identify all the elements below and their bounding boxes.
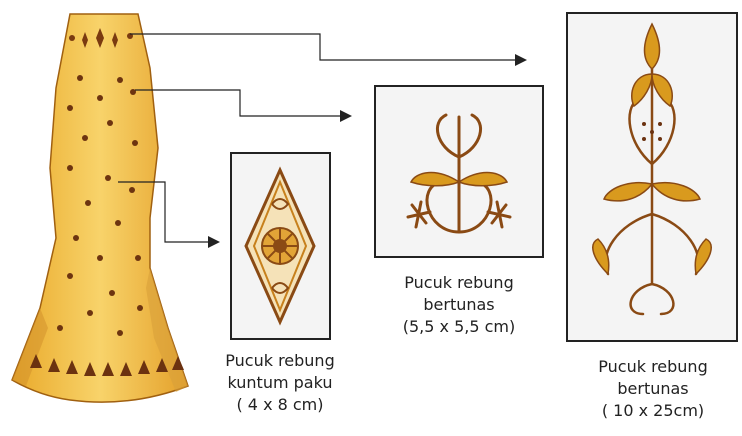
caption-line: ( 10 x 25cm) xyxy=(566,400,740,422)
arrow-to-small-motif xyxy=(118,182,208,242)
kuntum-paku-motif xyxy=(232,154,329,338)
bertunas-large-motif xyxy=(568,14,736,340)
caption-kuntum-paku: Pucuk rebung kuntum paku ( 4 x 8 cm) xyxy=(195,350,365,416)
caption-line: bertunas xyxy=(374,294,544,316)
caption-line: Pucuk rebung xyxy=(195,350,365,372)
caption-line: bertunas xyxy=(566,378,740,400)
caption-bertunas-small: Pucuk rebung bertunas (5,5 x 5,5 cm) xyxy=(374,272,544,338)
arrow-to-large-motif xyxy=(130,34,515,60)
bertunas-small-motif xyxy=(376,87,542,256)
caption-line: (5,5 x 5,5 cm) xyxy=(374,316,544,338)
caption-line: Pucuk rebung xyxy=(374,272,544,294)
arrow-to-medium-motif xyxy=(135,90,340,116)
caption-line: ( 4 x 8 cm) xyxy=(195,394,365,416)
caption-bertunas-large: Pucuk rebung bertunas ( 10 x 25cm) xyxy=(566,356,740,422)
caption-line: kuntum paku xyxy=(195,372,365,394)
motif-panel-bertunas-large xyxy=(566,12,738,342)
motif-panel-bertunas-small xyxy=(374,85,544,258)
motif-panel-kuntum-paku xyxy=(230,152,331,340)
caption-line: Pucuk rebung xyxy=(566,356,740,378)
